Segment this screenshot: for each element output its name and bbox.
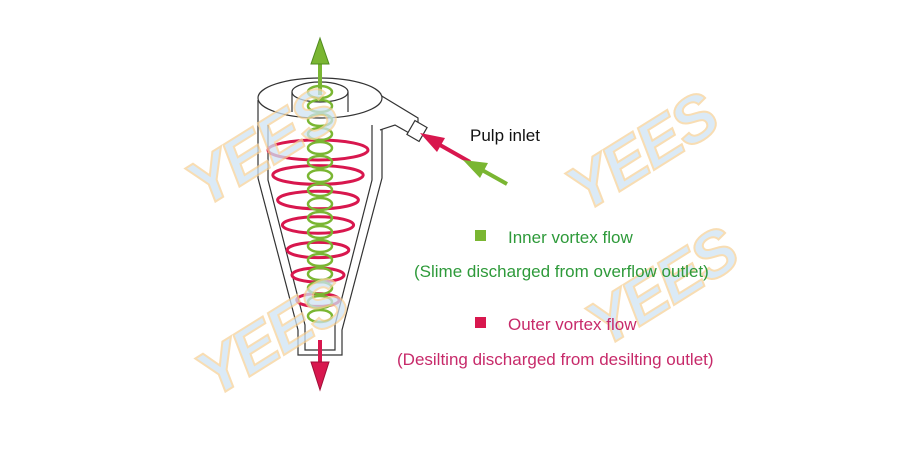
inner-vortex-spiral <box>306 84 334 324</box>
inlet-arrows <box>420 133 508 186</box>
inner-vortex-description: (Slime discharged from overflow outlet) <box>414 262 709 281</box>
outer-coil <box>280 215 356 235</box>
inner-coil <box>306 252 334 268</box>
pulp-inlet-label: Pulp inlet <box>470 126 540 145</box>
inner-coil <box>306 224 334 240</box>
inner-vortex-legend: Inner vortex flow <box>475 228 633 248</box>
inner-coil <box>306 238 334 254</box>
inner-coil <box>306 182 334 198</box>
inner-coil <box>306 168 334 184</box>
inner-coil <box>306 126 334 142</box>
inner-coil <box>306 196 334 212</box>
inner-coil <box>306 140 334 156</box>
inner-coil <box>306 308 334 324</box>
outer-legend-swatch <box>475 317 486 329</box>
outer-vortex-description: (Desilting discharged from desilting out… <box>397 350 714 369</box>
inner-vortex-title: Inner vortex flow <box>508 228 633 247</box>
inner-coil <box>306 266 334 282</box>
outer-vortex-title: Outer vortex flow <box>508 315 637 334</box>
inner-coil <box>306 294 334 310</box>
inner-coil <box>306 154 334 170</box>
outer-vortex-legend: Outer vortex flow <box>475 315 637 335</box>
inner-legend-swatch <box>475 230 486 242</box>
overflow-arrow <box>310 36 330 95</box>
inner-coil <box>306 210 334 226</box>
outer-coil <box>285 240 351 260</box>
inner-coil <box>306 112 334 128</box>
inner-coil <box>306 280 334 296</box>
underflow-arrow <box>310 340 330 392</box>
inner-coil <box>306 98 334 114</box>
